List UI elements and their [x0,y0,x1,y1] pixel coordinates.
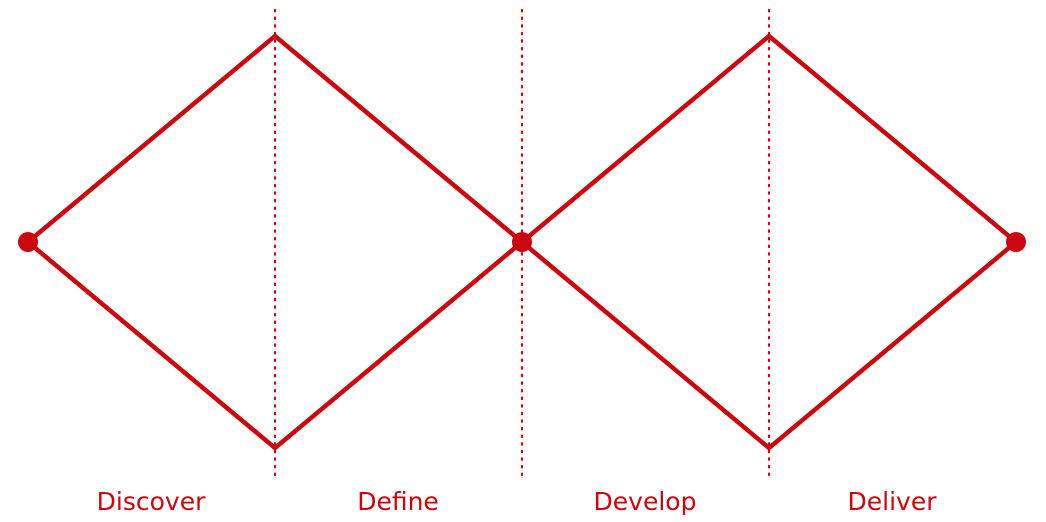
stage-label-deliver: Deliver [847,487,937,516]
end-node [1006,232,1026,252]
midpoint-node [512,232,532,252]
stage-label-define: Define [357,487,439,516]
stage-dividers [273,8,771,478]
stage-label-develop: Develop [593,487,697,516]
stage-label-discover: Discover [96,487,206,516]
start-node [18,232,38,252]
diamond-problem-space [24,33,526,451]
diamond-solution-space [518,33,1020,451]
